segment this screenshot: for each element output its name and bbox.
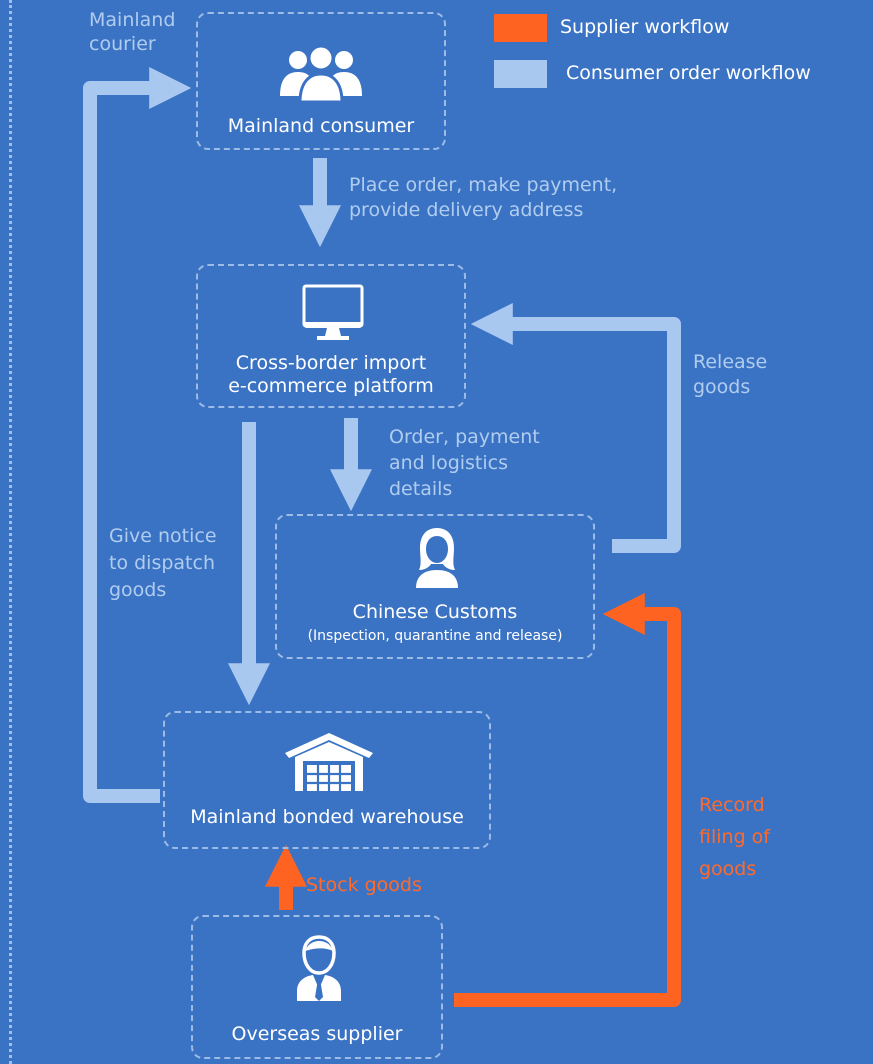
node-consumer-label: Mainland consumer: [227, 115, 415, 137]
node-customs-label: Chinese Customs: [352, 601, 518, 623]
node-mainland-consumer: Mainland consumer: [196, 12, 446, 150]
woman-user-icon: [416, 528, 458, 588]
release-goods-label-2: goods: [693, 376, 751, 398]
place-order-label-2: provide delivery address: [349, 199, 584, 221]
node-warehouse-label: Mainland bonded warehouse: [190, 806, 464, 828]
stock-goods-label: Stock goods: [306, 874, 422, 896]
place-order-label-1: Place order, make payment,: [349, 174, 618, 196]
legend-supplier-label: Supplier workflow: [560, 16, 730, 38]
release-goods-arrow: [470, 303, 681, 553]
node-customs-sublabel: (Inspection, quarantine and release): [307, 628, 563, 644]
courier-label-1: Mainland: [89, 9, 176, 31]
dispatch-notice-label-2: to dispatch: [109, 552, 215, 574]
order-details-label-1: Order, payment: [389, 426, 540, 448]
legend-consumer-label: Consumer order workflow: [566, 62, 811, 84]
record-filing-label-2: filing of: [699, 826, 770, 848]
order-details-label-2: and logistics: [389, 452, 509, 474]
courier-label-2: courier: [89, 33, 156, 55]
node-supplier-label: Overseas supplier: [231, 1023, 403, 1045]
legend-supplier-swatch: [494, 14, 547, 42]
dispatch-notice-label-1: Give notice: [109, 525, 217, 547]
order-details-label-3: details: [389, 478, 453, 500]
node-platform-label-1: Cross-border import: [235, 352, 427, 374]
record-filing-label-3: goods: [699, 858, 757, 880]
node-bonded-warehouse: Mainland bonded warehouse: [163, 711, 491, 849]
monitor-icon: [302, 284, 364, 340]
record-filing-label-1: Record: [699, 794, 765, 816]
release-goods-label-1: Release: [693, 351, 768, 373]
legend-consumer-swatch: [494, 60, 547, 88]
node-ecommerce-platform: Cross-border import e-commerce platform: [196, 264, 466, 408]
businessman-icon: [297, 935, 341, 1001]
left-dotted-border: [9, 0, 12, 1064]
courier-arrow: [83, 67, 192, 803]
record-filing-arrow-main: [454, 593, 681, 1007]
node-platform-label-2: e-commerce platform: [228, 375, 434, 397]
people-group-icon: [280, 44, 362, 104]
warehouse-icon: [285, 733, 373, 791]
dispatch-notice-label-3: goods: [109, 579, 167, 601]
node-chinese-customs: Chinese Customs (Inspection, quarantine …: [275, 514, 595, 659]
node-overseas-supplier: Overseas supplier: [191, 915, 443, 1059]
